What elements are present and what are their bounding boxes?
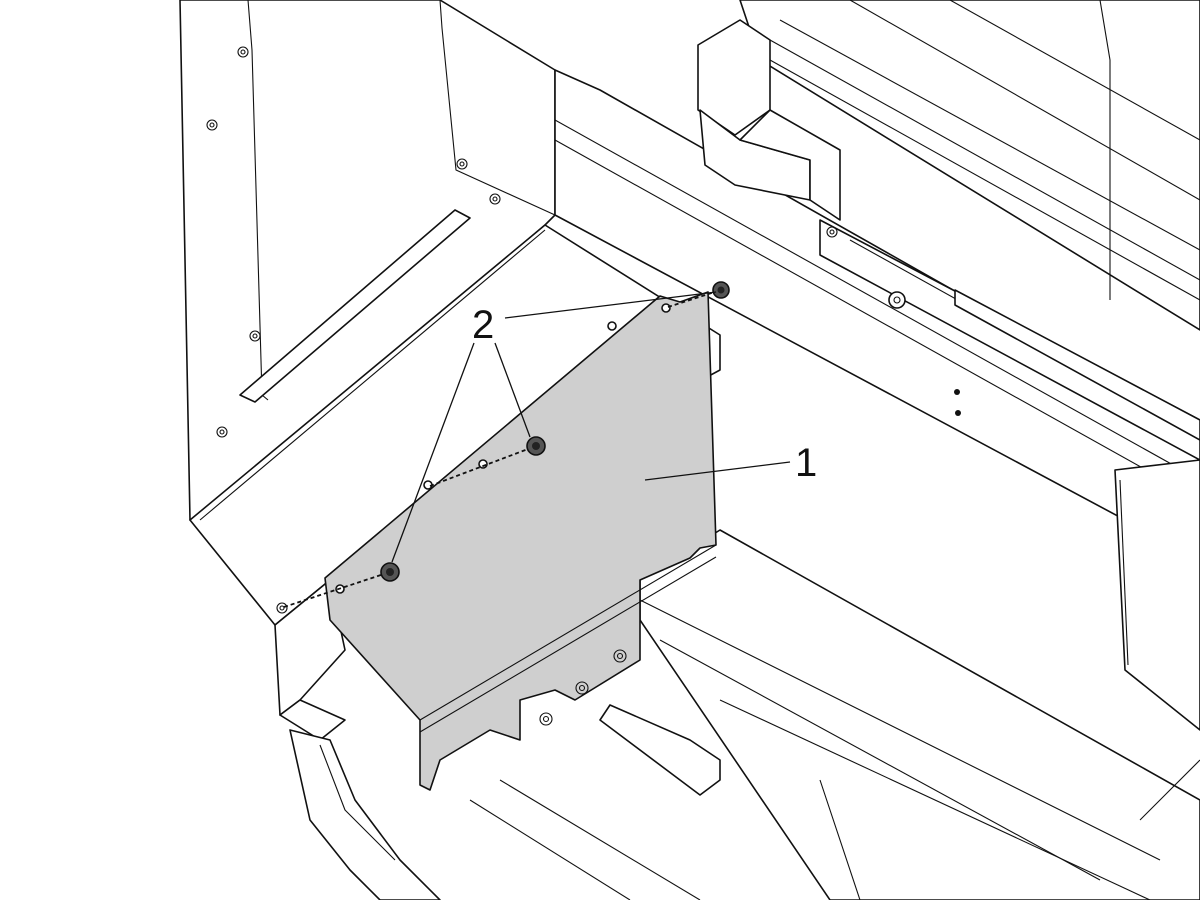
rear-frame [554,0,1200,584]
wall-fasteners [206,46,501,438]
upper-bracket [697,19,1200,301]
screw-right [712,281,730,299]
front-flange [189,224,721,900]
leader-2-middle [494,342,531,438]
screw-left [380,562,400,582]
panel-screws [283,281,730,608]
screw-middle [526,436,546,456]
leader-lines [391,291,791,563]
callout-label-2: 2 [472,303,494,347]
leader-1 [644,461,791,481]
base-structure [469,529,1200,900]
callout-label-1: 1 [795,441,817,485]
cover-panel-shape [324,291,717,791]
leader-2-right [504,291,717,319]
right-side-panel [1114,459,1200,731]
cover-panel [324,291,717,791]
leader-2-left [391,342,475,563]
